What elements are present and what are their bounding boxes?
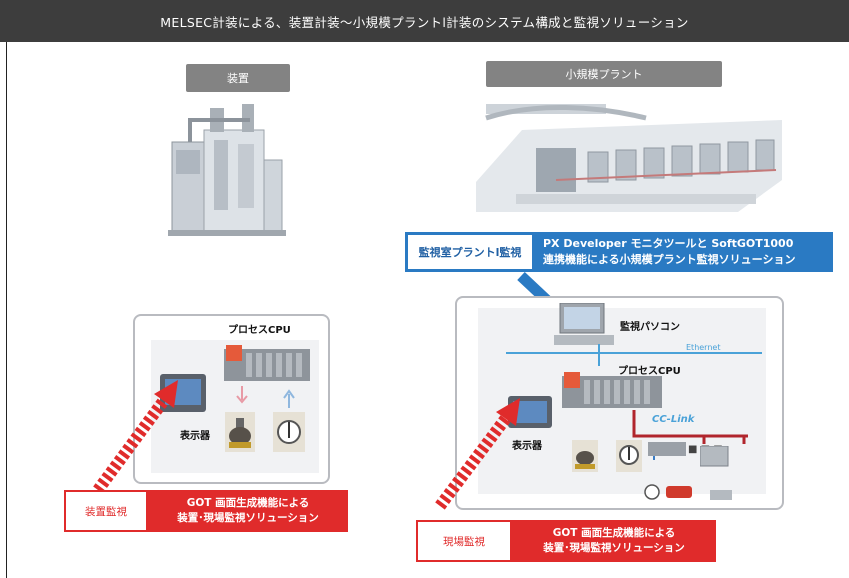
gauge-icon <box>273 412 305 452</box>
ethernet-line <box>506 352 762 354</box>
field-monitor-desc: GOT 画面生成機能による 装置･現場監視ソリューション <box>512 520 716 562</box>
device-machine-image <box>168 104 286 236</box>
red-arrow-left <box>93 380 178 494</box>
plc-unit-right <box>562 372 662 408</box>
down-arrow-icon <box>236 386 248 404</box>
field-devices <box>644 484 732 500</box>
cpu-label-right: プロセスCPU <box>618 366 681 377</box>
section-label-device: 装置 <box>186 64 290 92</box>
ethernet-drop <box>598 344 600 366</box>
control-room-line2: 連携機能による小規模プラント監視ソリューション <box>543 253 796 266</box>
cclink-label: CC-Link <box>652 414 695 425</box>
page-title: MELSEC計装による、装置計装～小規模プラントl計装のシステム構成と監視ソリュ… <box>0 0 849 42</box>
control-room-line1: PX Developer モニタツールと SoftGOT1000 <box>543 237 794 250</box>
control-room-tag: 監視室プラントl監視 <box>405 232 535 272</box>
remote-io-module-2 <box>700 446 729 467</box>
cpu-label-left: プロセスCPU <box>228 325 291 336</box>
plc-unit-left <box>224 345 310 381</box>
up-arrow-icon <box>283 389 295 408</box>
valve-icon <box>225 412 255 452</box>
field-monitor-line2: 装置･現場監視ソリューション <box>543 542 685 554</box>
display-label-right: 表示器 <box>512 441 542 452</box>
device-monitor-callout: 装置監視 GOT 画面生成機能による 装置･現場監視ソリューション <box>64 490 348 532</box>
display-label-left: 表示器 <box>180 431 210 442</box>
field-monitor-tag: 現場監視 <box>416 520 512 562</box>
control-room-callout: 監視室プラントl監視 PX Developer モニタツールと SoftGOT1… <box>405 232 833 272</box>
remote-io-module <box>648 442 686 460</box>
pc-label: 監視パソコン <box>620 322 680 333</box>
valve-icon-right <box>572 440 598 472</box>
red-arrow-right <box>435 398 520 510</box>
field-monitor-line1: GOT 画面生成機能による <box>552 527 676 539</box>
device-monitor-tag: 装置監視 <box>64 490 148 532</box>
gauge-icon-right <box>616 440 642 472</box>
device-monitor-desc: GOT 画面生成機能による 装置･現場監視ソリューション <box>148 490 348 532</box>
ethernet-label: Ethernet <box>686 343 721 352</box>
cclink-network <box>632 410 748 444</box>
monitoring-pc-icon <box>554 303 614 345</box>
left-border-line <box>6 42 7 578</box>
plant-image <box>476 104 782 212</box>
section-label-small-plant: 小規模プラント <box>486 61 722 87</box>
field-monitor-callout: 現場監視 GOT 画面生成機能による 装置･現場監視ソリューション <box>416 520 716 562</box>
device-monitor-line2: 装置･現場監視ソリューション <box>177 512 319 524</box>
device-monitor-line1: GOT 画面生成機能による <box>186 497 310 509</box>
control-room-desc: PX Developer モニタツールと SoftGOT1000 連携機能による… <box>535 232 833 272</box>
